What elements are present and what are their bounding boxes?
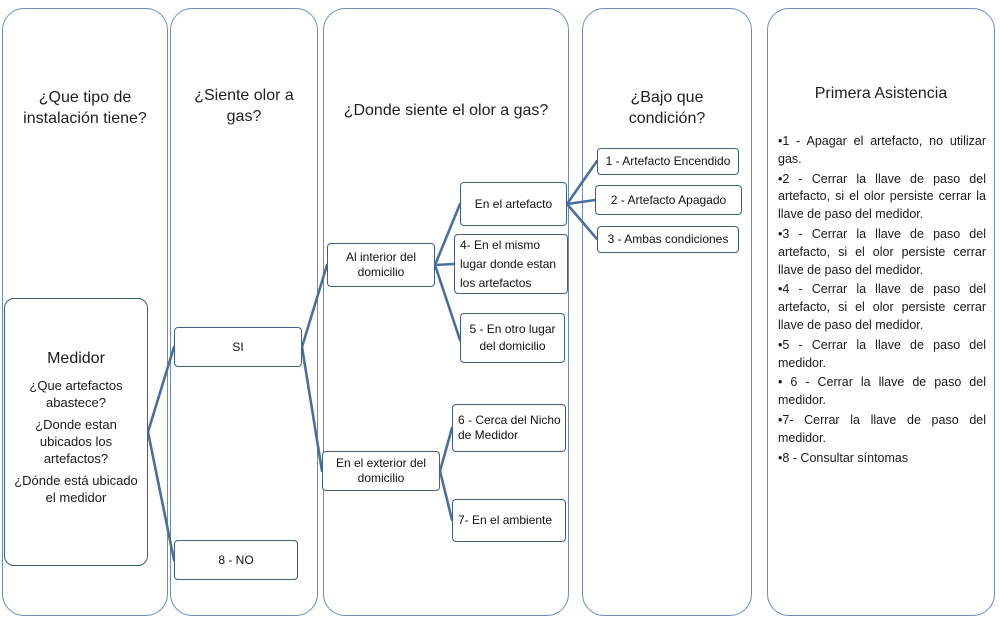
node-encendido: 1 - Artefacto Encendido	[597, 148, 739, 175]
node-no: 8 - NO	[174, 540, 298, 580]
asistencia-item: • 6 - Cerrar la llave de paso del medido…	[778, 375, 986, 408]
column-title-olor: ¿Siente olor a gas?	[194, 87, 294, 125]
column-title-asistencia: Primera Asistencia	[814, 85, 948, 102]
medidor-box: Medidor ¿Que artefactos abastece? ¿Donde…	[4, 298, 148, 566]
column-title-tipo: ¿Que tipo de instalación tiene?	[23, 89, 147, 127]
asistencia-item: •8 - Consultar síntomas	[778, 450, 909, 465]
node-otro-lugar: 5 - En otro lugar del domicilio	[460, 313, 565, 363]
node-ambiente: 7- En el ambiente	[452, 499, 566, 542]
medidor-question: ¿Dónde está ubicado el medidor	[14, 473, 138, 505]
node-artefacto: En el artefacto	[460, 182, 567, 226]
node-nicho: 6 - Cerca del Nicho de Medidor	[452, 404, 566, 452]
column-title-condicion: ¿Bajo que condición?	[628, 89, 706, 127]
node-mismo-lugar: 4- En el mismo lugar donde estan los art…	[454, 234, 568, 294]
column-title-donde: ¿Donde siente el olor a gas?	[343, 102, 549, 119]
medidor-title: Medidor	[47, 350, 105, 367]
column-condicion: ¿Bajo que condición?	[582, 8, 752, 616]
node-ambas: 3 - Ambas condiciones	[597, 226, 739, 253]
asistencia-item: •4 - Cerrar la llave de paso del artefac…	[778, 282, 986, 332]
column-primera-asistencia: Primera Asistencia •1 - Apagar el artefa…	[767, 8, 995, 616]
node-exterior: En el exterior del domicilio	[322, 451, 440, 491]
asistencia-item: •7- Cerrar la llave de paso del medidor.	[778, 412, 986, 445]
node-apagado: 2 - Artefacto Apagado	[595, 185, 742, 215]
asistencia-item: •5 - Cerrar la llave de paso del medidor…	[778, 337, 986, 370]
asistencia-item: •1 - Apagar el artefacto, no utilizar ga…	[778, 134, 986, 166]
medidor-question: ¿Que artefactos abastece?	[29, 378, 123, 410]
asistencia-list: •1 - Apagar el artefacto, no utilizar ga…	[778, 133, 986, 469]
asistencia-item: •3 - Cerrar la llave de paso del artefac…	[778, 226, 986, 277]
medidor-question: ¿Donde estan ubicados los artefactos?	[35, 417, 117, 466]
node-si: SI	[174, 327, 302, 367]
asistencia-item: •2 - Cerrar la llave de paso del artefac…	[778, 171, 986, 222]
node-interior: Al interior del domicilio	[327, 243, 435, 287]
column-siente-olor: ¿Siente olor a gas?	[170, 8, 318, 616]
